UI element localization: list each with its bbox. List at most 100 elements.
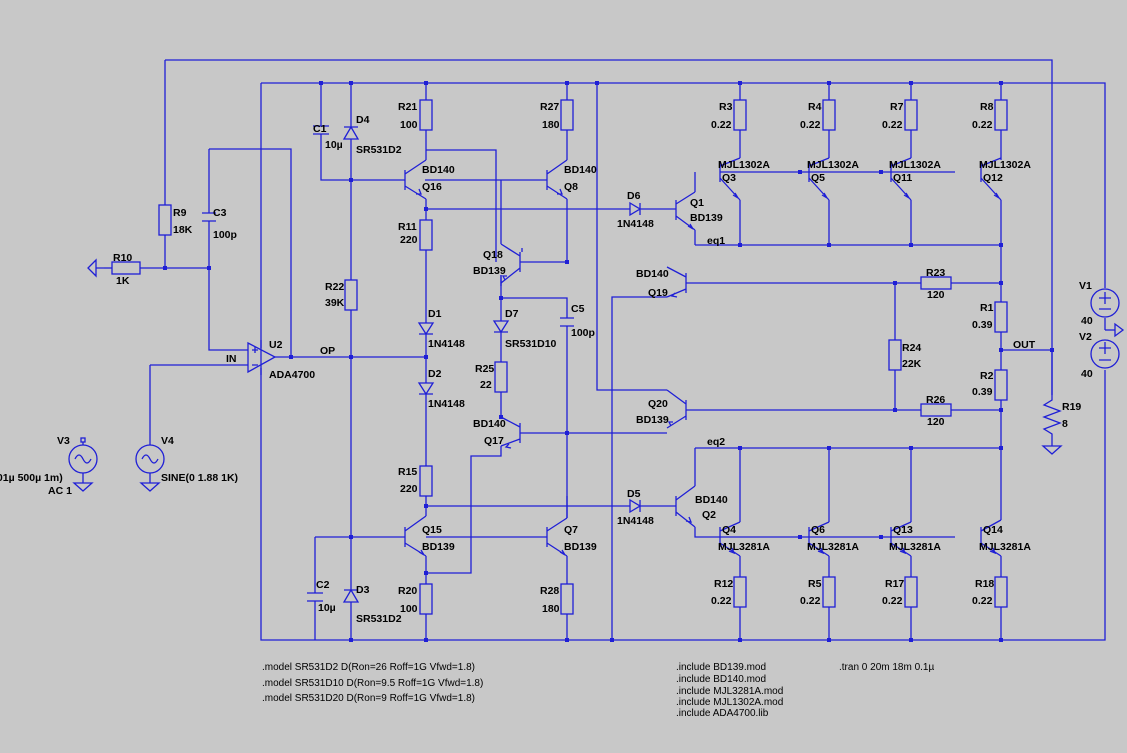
svg-text:.01µ 500µ 1m): .01µ 500µ 1m) bbox=[0, 472, 63, 484]
model-line: .model SR531D20 D(Ron=9 Roff=1G Vfwd=1.8… bbox=[262, 693, 475, 704]
junctions bbox=[163, 81, 1054, 642]
svg-text:R20: R20 bbox=[398, 585, 417, 597]
resistor-r1: R10.39 bbox=[972, 301, 1008, 333]
svg-text:MJL3281A: MJL3281A bbox=[979, 541, 1031, 553]
svg-text:R8: R8 bbox=[980, 101, 994, 113]
svg-text:D5: D5 bbox=[627, 488, 641, 500]
svg-text:BD140: BD140 bbox=[636, 268, 669, 280]
svg-text:1K: 1K bbox=[116, 275, 130, 287]
resistor-r4: R4 0.22 bbox=[800, 99, 836, 131]
include-line: .include BD140.mod bbox=[676, 674, 766, 685]
model-line: .model SR531D2 D(Ron=26 Roff=1G Vfwd=1.8… bbox=[262, 662, 475, 673]
svg-text:1N4148: 1N4148 bbox=[428, 398, 465, 410]
svg-text:Q12: Q12 bbox=[983, 172, 1003, 184]
svg-text:1N4148: 1N4148 bbox=[617, 515, 654, 527]
svg-text:Q1: Q1 bbox=[690, 197, 704, 209]
svg-text:R18: R18 bbox=[975, 578, 994, 590]
svg-text:Q15: Q15 bbox=[422, 524, 442, 536]
svg-text:R21: R21 bbox=[398, 101, 417, 113]
svg-text:220: 220 bbox=[400, 483, 418, 495]
svg-text:Q17: Q17 bbox=[484, 435, 504, 447]
svg-text:C1: C1 bbox=[313, 123, 327, 135]
resistor-r2: R20.39 bbox=[972, 369, 1008, 401]
svg-text:R7: R7 bbox=[890, 101, 904, 113]
svg-text:120: 120 bbox=[927, 289, 945, 301]
svg-text:0.39: 0.39 bbox=[972, 319, 993, 331]
svg-text:MJL1302A: MJL1302A bbox=[718, 159, 770, 171]
svg-text:BD139: BD139 bbox=[564, 541, 597, 553]
svg-text:AC 1: AC 1 bbox=[48, 485, 72, 497]
svg-text:MJL1302A: MJL1302A bbox=[979, 159, 1031, 171]
svg-text:0.22: 0.22 bbox=[800, 119, 821, 131]
svg-text:1N4148: 1N4148 bbox=[617, 218, 654, 230]
svg-text:BD139: BD139 bbox=[690, 212, 723, 224]
spice-directives: .model SR531D2 D(Ron=26 Roff=1G Vfwd=1.8… bbox=[262, 662, 934, 719]
svg-text:18K: 18K bbox=[173, 224, 193, 236]
svg-text:Q5: Q5 bbox=[811, 172, 825, 184]
svg-text:MJL3281A: MJL3281A bbox=[807, 541, 859, 553]
svg-text:R4: R4 bbox=[808, 101, 822, 113]
svg-text:0.22: 0.22 bbox=[972, 119, 993, 131]
svg-text:SR531D2: SR531D2 bbox=[356, 144, 402, 156]
diode-d5: D5 1N4148 bbox=[617, 488, 654, 527]
svg-text:0.22: 0.22 bbox=[882, 119, 903, 131]
svg-text:0.22: 0.22 bbox=[711, 595, 732, 607]
include-line: .include MJL3281A.mod bbox=[676, 686, 783, 697]
source-v4: V4 SINE(0 1.88 1K) bbox=[135, 435, 238, 492]
svg-text:100p: 100p bbox=[213, 229, 237, 241]
svg-text:Q3: Q3 bbox=[722, 172, 736, 184]
svg-text:D3: D3 bbox=[356, 584, 370, 596]
svg-text:U2: U2 bbox=[269, 339, 283, 351]
svg-text:BD140: BD140 bbox=[695, 494, 728, 506]
ground-symbol bbox=[1114, 322, 1125, 338]
svg-text:R15: R15 bbox=[398, 466, 417, 478]
tran-directive: .tran 0 20m 18m 0.1µ bbox=[839, 662, 934, 673]
svg-text:BD140: BD140 bbox=[564, 164, 597, 176]
svg-text:40: 40 bbox=[1081, 315, 1093, 327]
svg-text:R11: R11 bbox=[398, 221, 417, 233]
svg-text:220: 220 bbox=[400, 234, 418, 246]
svg-text:8: 8 bbox=[1062, 418, 1068, 430]
resistor-r5: R50.22 bbox=[800, 576, 836, 608]
svg-text:R26: R26 bbox=[926, 394, 945, 406]
net-label-eq1: eq1 bbox=[707, 235, 725, 247]
include-line: .include BD139.mod bbox=[676, 662, 766, 673]
svg-text:Q6: Q6 bbox=[811, 524, 825, 536]
net-label-out: OUT bbox=[1013, 339, 1036, 351]
svg-text:0.22: 0.22 bbox=[882, 595, 903, 607]
svg-text:Q16: Q16 bbox=[422, 181, 442, 193]
opamp-u2: U2 ADA4700 bbox=[247, 339, 315, 381]
resistor-r8: R8 0.22 bbox=[972, 99, 1008, 131]
svg-text:R3: R3 bbox=[719, 101, 733, 113]
svg-text:Q19: Q19 bbox=[648, 287, 668, 299]
